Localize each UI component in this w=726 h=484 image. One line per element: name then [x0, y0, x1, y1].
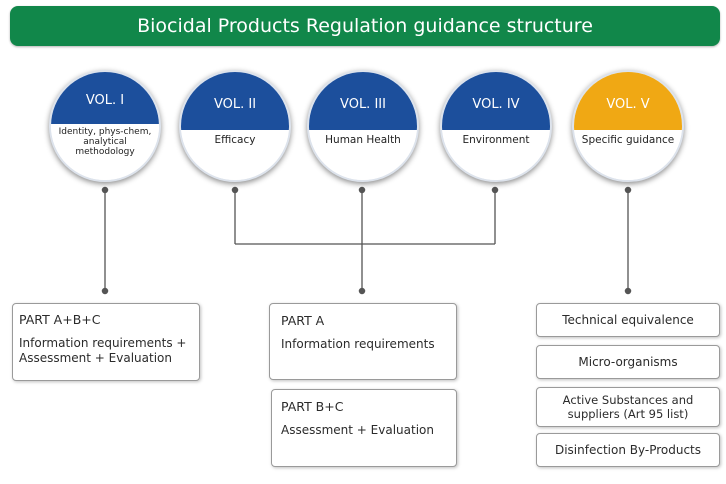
volume-2-desc: Efficacy: [181, 130, 289, 180]
part-abc-title: PART A+B+C: [19, 312, 101, 327]
volume-4-circle: VOL. IV Environment: [440, 70, 552, 182]
volume-1-desc: Identity, phys-chem, analytical methodol…: [51, 123, 159, 180]
specific-box-technical-equivalence: Technical equivalence: [536, 303, 720, 337]
volume-1-circle: VOL. I Identity, phys-chem, analytical m…: [49, 70, 161, 182]
specific-box-active-substances: Active Substances and suppliers (Art 95 …: [536, 387, 720, 427]
part-abc-desc: Information requirements + Assessment + …: [19, 336, 187, 365]
volume-2-label: VOL. II: [181, 72, 289, 131]
part-bc-box: PART B+C Assessment + Evaluation: [271, 389, 457, 467]
diagram-title: Biocidal Products Regulation guidance st…: [10, 6, 720, 46]
volume-4-label: VOL. IV: [442, 72, 550, 131]
part-bc-desc: Assessment + Evaluation: [281, 423, 434, 437]
part-a-box: PART A Information requirements: [269, 303, 457, 380]
specific-box-micro-organisms: Micro-organisms: [536, 345, 720, 379]
part-abc-box: PART A+B+C Information requirements + As…: [12, 303, 200, 381]
volume-3-label: VOL. III: [309, 72, 417, 131]
part-bc-title: PART B+C: [281, 399, 344, 414]
specific-item-label: Technical equivalence: [562, 313, 694, 327]
specific-item-label: Disinfection By-Products: [554, 443, 702, 457]
volume-5-label: VOL. V: [574, 72, 682, 131]
specific-item-label: Active Substances and suppliers (Art 95 …: [562, 393, 694, 421]
volume-3-circle: VOL. III Human Health: [307, 70, 419, 182]
specific-box-disinfection-by-products: Disinfection By-Products: [536, 433, 720, 467]
volume-4-desc: Environment: [442, 130, 550, 180]
specific-item-label: Micro-organisms: [578, 355, 678, 369]
volume-5-circle: VOL. V Specific guidance: [572, 70, 684, 182]
part-a-title: PART A: [281, 313, 325, 328]
volume-1-label: VOL. I: [51, 72, 159, 124]
volume-2-circle: VOL. II Efficacy: [179, 70, 291, 182]
volume-3-desc: Human Health: [309, 130, 417, 180]
part-a-desc: Information requirements: [281, 337, 435, 351]
volume-5-desc: Specific guidance: [574, 130, 682, 180]
